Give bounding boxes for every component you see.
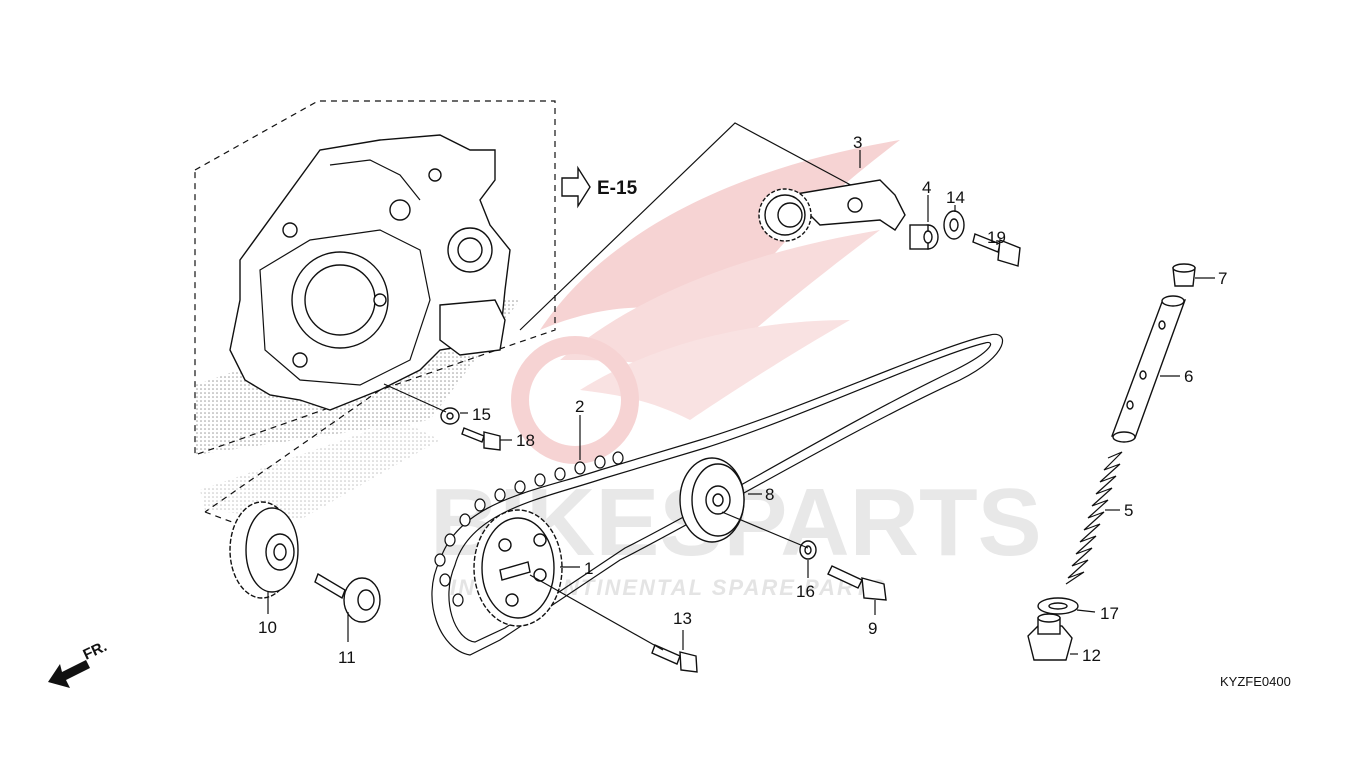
callout-17: 17 bbox=[1100, 604, 1119, 623]
part-10-timing-sprocket bbox=[229, 501, 299, 599]
callout-1: 1 bbox=[584, 559, 593, 578]
part-3-tensioner-arm bbox=[758, 179, 906, 242]
callout-5: 5 bbox=[1124, 501, 1133, 520]
part-1-cam-sprocket bbox=[473, 509, 563, 627]
leader-lines bbox=[267, 150, 1215, 655]
callout-3: 3 bbox=[853, 133, 862, 152]
part-14-washer bbox=[943, 210, 965, 240]
part-6-tensioner-tube bbox=[1111, 295, 1187, 443]
front-direction-arrow: FR. bbox=[48, 638, 110, 688]
part-7-cap bbox=[1172, 263, 1196, 287]
leader-crankcase-to-arm bbox=[519, 122, 861, 331]
callout-14: 14 bbox=[946, 188, 965, 207]
crankcase-dashed-frame bbox=[194, 100, 556, 526]
reference-arrow-e15: E-15 bbox=[561, 165, 638, 209]
callout-15: 15 bbox=[472, 405, 491, 424]
callout-10: 10 bbox=[258, 618, 277, 637]
front-label: FR. bbox=[81, 638, 110, 664]
callout-16: 16 bbox=[796, 582, 815, 601]
callout-8: 8 bbox=[765, 485, 774, 504]
callout-12: 12 bbox=[1082, 646, 1101, 665]
part-17-washer bbox=[1037, 597, 1079, 615]
part-12-sealing-bolt bbox=[1027, 613, 1073, 661]
part-13-bolt bbox=[651, 644, 698, 673]
crankcase-illustration bbox=[229, 134, 511, 411]
callout-9: 9 bbox=[868, 619, 877, 638]
reference-label: E-15 bbox=[597, 178, 638, 199]
part-4-collar bbox=[909, 224, 939, 250]
callout-6: 6 bbox=[1184, 367, 1193, 386]
diagram-code: KYZFE0400 bbox=[1220, 674, 1291, 689]
callout-11: 11 bbox=[338, 648, 356, 667]
part-9-bolt bbox=[827, 565, 887, 601]
part-8-guide-roller bbox=[679, 457, 745, 543]
callout-7: 7 bbox=[1218, 269, 1227, 288]
callout-4: 4 bbox=[922, 178, 931, 197]
callout-18: 18 bbox=[516, 431, 535, 450]
part-5-spring bbox=[1065, 451, 1123, 585]
callout-labels: 1 2 3 4 5 6 7 8 9 10 11 12 13 14 15 16 1… bbox=[258, 133, 1227, 667]
part-18-bolt bbox=[461, 427, 501, 451]
part-16-washer bbox=[799, 540, 817, 560]
part-11-bolt bbox=[314, 572, 381, 623]
callout-19: 19 bbox=[987, 228, 1006, 247]
part-19-bolt bbox=[972, 233, 1021, 267]
callout-2: 2 bbox=[575, 397, 584, 416]
callout-13: 13 bbox=[673, 609, 692, 628]
